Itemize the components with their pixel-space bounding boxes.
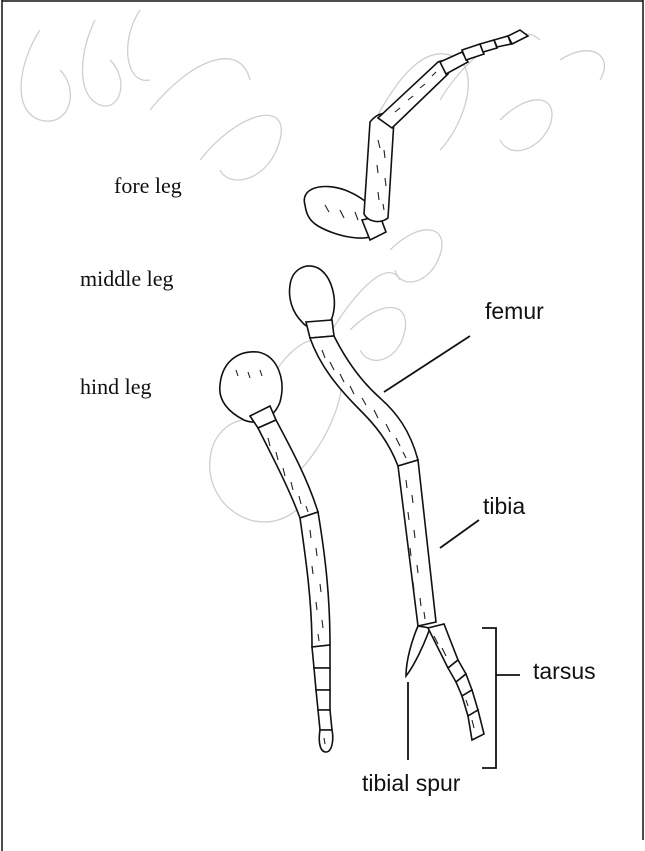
- femur-label: femur: [485, 300, 544, 323]
- leader-lines: [384, 336, 520, 768]
- fore-leg-label: fore leg: [114, 175, 182, 197]
- tarsus-label: tarsus: [533, 660, 596, 683]
- tibial-spur-label: tibial spur: [362, 772, 460, 795]
- middle-leg-label: middle leg: [80, 268, 173, 290]
- femur-leader-line: [384, 336, 470, 392]
- fore-leg-drawing: [304, 30, 528, 240]
- tibia-label: tibia: [483, 495, 525, 518]
- hind-leg-label: hind leg: [80, 376, 152, 398]
- tarsus-bracket: [482, 628, 496, 768]
- hind-leg-drawing: [220, 352, 333, 752]
- tibia-leader-line: [440, 520, 479, 548]
